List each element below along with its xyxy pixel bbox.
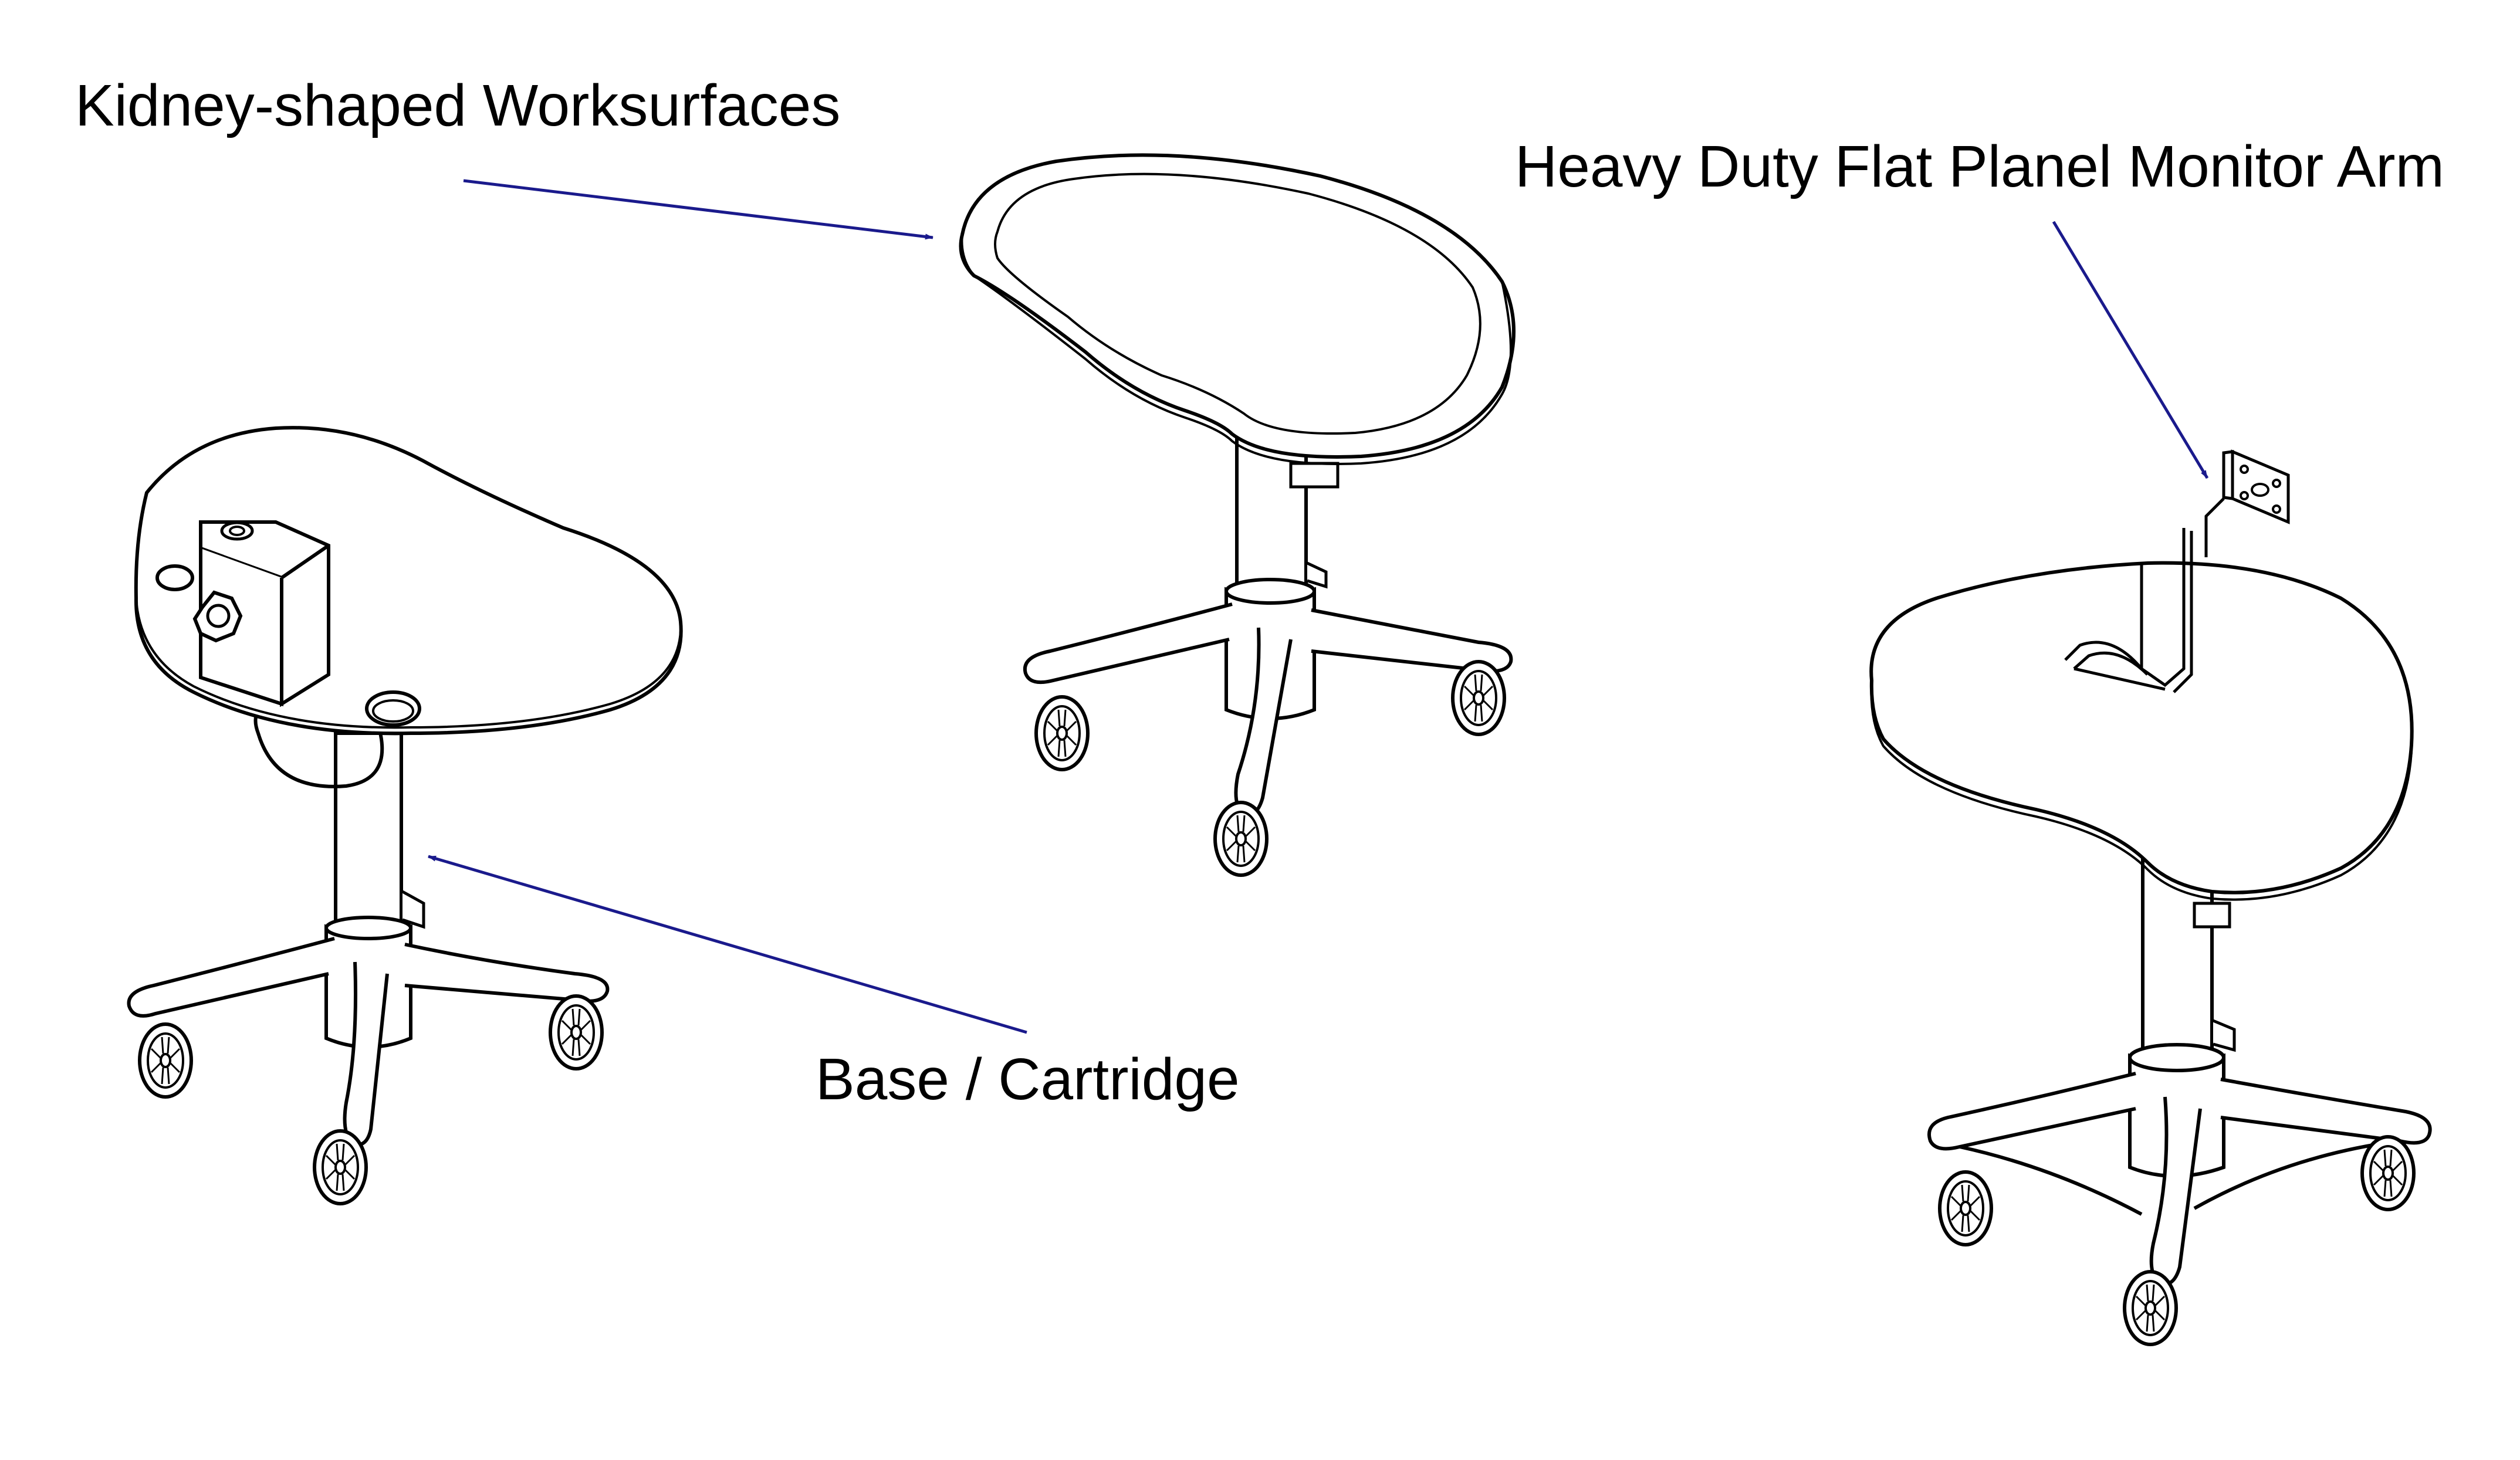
base-legs-right <box>1927 1072 2432 1286</box>
table-center <box>959 153 1516 875</box>
table-right <box>1869 449 2432 1344</box>
table-left <box>127 426 683 1204</box>
leader-arrow-monitor-arm <box>2052 221 2209 479</box>
leader-arrow-worksurfaces <box>463 179 933 240</box>
base-legs-left <box>127 937 610 1147</box>
monitor-arm <box>2064 449 2290 693</box>
leader-arrow-base <box>428 855 1027 1034</box>
accessory-box <box>192 520 330 707</box>
callout-label-monitor-arm: Heavy Duty Flat Planel Monitor Arm <box>1515 134 2444 199</box>
column-left <box>334 731 403 934</box>
worksurface-center <box>959 153 1516 459</box>
callout-label-base: Base / Cartridge <box>816 1046 1240 1112</box>
worksurface-center-inset <box>994 172 1481 435</box>
worksurface-right <box>1869 561 2414 895</box>
callout-label-worksurfaces: Kidney-shaped Worksurfaces <box>75 73 841 138</box>
base-legs-center <box>1023 602 1513 817</box>
